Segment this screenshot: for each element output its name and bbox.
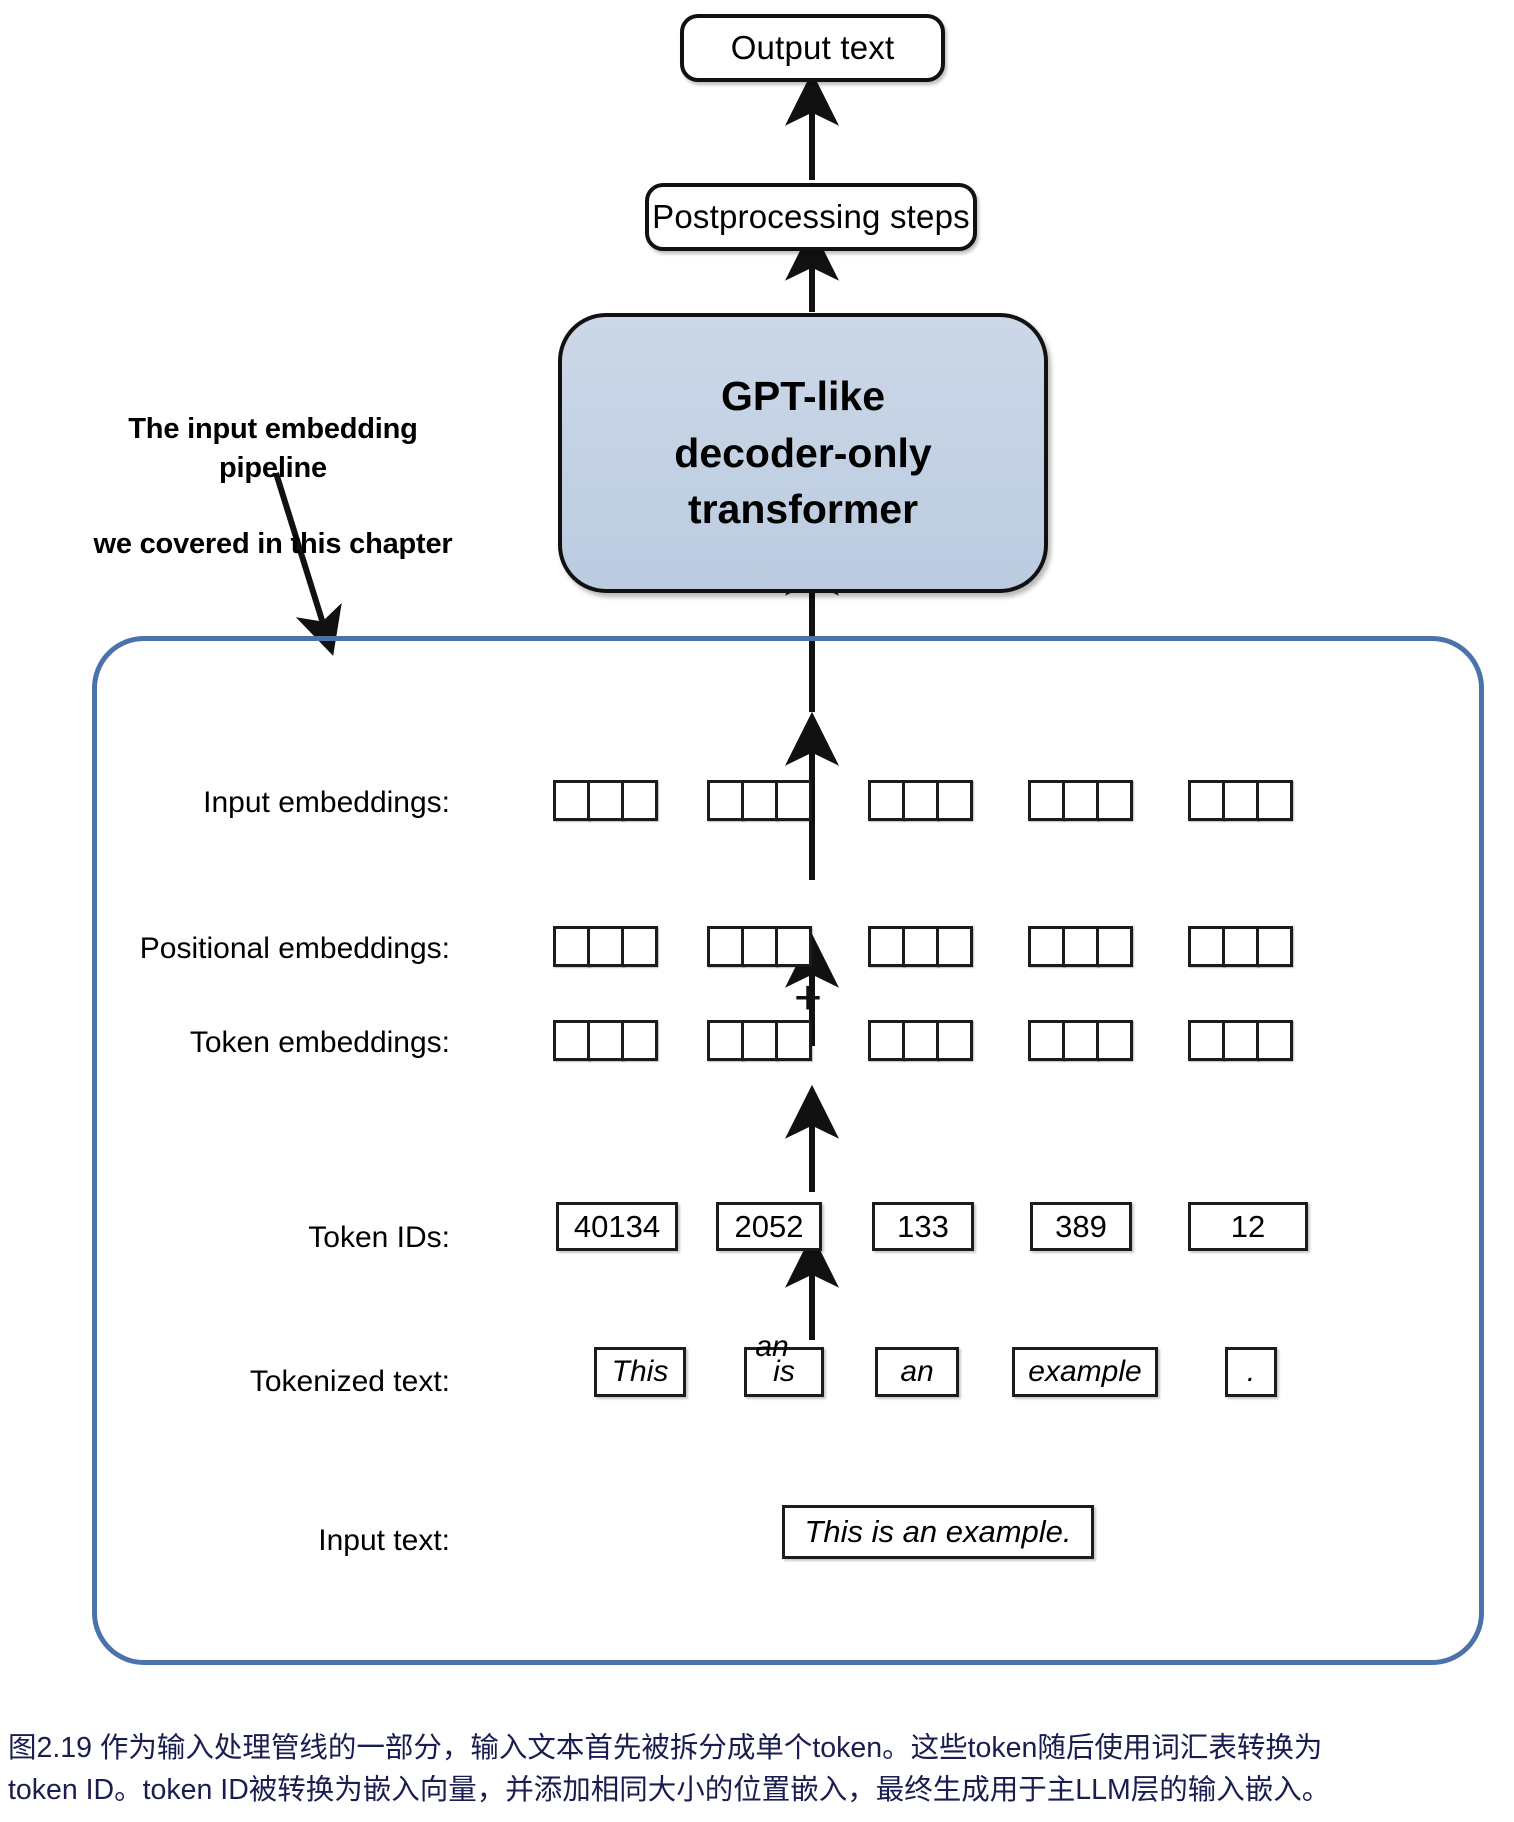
token-id-box-1: 40134 [556, 1202, 678, 1251]
embedding-cell [1028, 780, 1065, 821]
token-embeddings-group-4 [1028, 1020, 1133, 1061]
token-id-box-3: 133 [872, 1202, 974, 1251]
tokenized-text-box-2: is [744, 1347, 824, 1397]
token-embeddings-group-5 [1188, 1020, 1293, 1061]
embedding-cell [902, 926, 939, 967]
embedding-cell [936, 1020, 973, 1061]
embedding-cell [1062, 1020, 1099, 1061]
sum-operator: + [794, 972, 823, 1025]
embedding-cell [741, 926, 778, 967]
embedding-cell [621, 1020, 658, 1061]
input-embeddings-group-5 [1188, 780, 1293, 821]
embedding-cell [553, 1020, 590, 1061]
positional-embeddings-group-1 [553, 926, 658, 967]
embedding-cell [587, 780, 624, 821]
token-id-box-5: 12 [1188, 1202, 1308, 1251]
embedding-cell [707, 1020, 744, 1061]
tokenized-text-box-3b: an [875, 1347, 959, 1397]
embedding-cell [1256, 780, 1293, 821]
token-embeddings-group-3 [868, 1020, 973, 1061]
token-embeddings-group-1 [553, 1020, 658, 1061]
figure-caption: 图2.19 作为输入处理管线的一部分，输入文本首先被拆分成单个token。这些t… [8, 1727, 1508, 1811]
caption-line-1: 图2.19 作为输入处理管线的一部分，输入文本首先被拆分成单个token。这些t… [8, 1732, 1323, 1764]
embedding-cell [902, 780, 939, 821]
embedding-cell [1028, 926, 1065, 967]
gpt-like-decoder-only-transformer-box: GPT-like decoder-only transformer [558, 313, 1048, 593]
embedding-cell [621, 780, 658, 821]
input-embedding-pipeline-container [92, 636, 1484, 1665]
positional-embeddings-label: Positional embeddings: [139, 932, 450, 965]
token-id-box-2: 2052 [716, 1202, 822, 1251]
embedding-cell [587, 1020, 624, 1061]
pipeline-annotation: The input embedding pipeline we covered … [78, 372, 468, 602]
gpt-box-line-2: decoder-only [674, 429, 932, 476]
output-text-box: Output text [680, 14, 945, 82]
embedding-cell [1256, 926, 1293, 967]
input-embeddings-label: Input embeddings: [203, 786, 450, 819]
tokenized-text-box-1: This [594, 1347, 686, 1397]
embedding-cell [1188, 780, 1225, 821]
embedding-cell [1096, 1020, 1133, 1061]
embedding-cell [868, 780, 905, 821]
tokenized-text-box-4: example [1012, 1347, 1158, 1397]
embedding-cell [1222, 926, 1259, 967]
gpt-box-line-3: transformer [687, 486, 919, 533]
input-embeddings-group-3 [868, 780, 973, 821]
positional-embeddings-group-2 [707, 926, 812, 967]
embedding-cell [741, 1020, 778, 1061]
embedding-cell [741, 780, 778, 821]
embedding-cell [775, 926, 812, 967]
embedding-cell [1222, 1020, 1259, 1061]
postprocessing-steps-box: Postprocessing steps [645, 183, 977, 251]
embedding-cell [936, 926, 973, 967]
embedding-cell [1028, 1020, 1065, 1061]
input-embeddings-group-2 [707, 780, 812, 821]
input-embeddings-group-1 [553, 780, 658, 821]
gpt-box-line-1: GPT-like [720, 373, 886, 420]
tokenized-text-box-5: . [1225, 1347, 1277, 1397]
embedding-cell [1188, 926, 1225, 967]
embedding-cell [1188, 1020, 1225, 1061]
embedding-cell [936, 780, 973, 821]
token-embeddings-group-2 [707, 1020, 812, 1061]
embedding-cell [1062, 780, 1099, 821]
output-text-label: Output text [730, 29, 895, 66]
embedding-cell [1096, 926, 1133, 967]
embedding-cell [707, 926, 744, 967]
token-embeddings-label: Token embeddings: [189, 1026, 450, 1059]
token-ids-label: Token IDs: [308, 1221, 450, 1254]
input-text-label: Input text: [318, 1524, 450, 1557]
embedding-cell [553, 780, 590, 821]
embedding-cell [902, 1020, 939, 1061]
annotation-line-2: we covered in this chapter [93, 528, 453, 561]
tokenized-text-label: Tokenized text: [249, 1365, 450, 1398]
embedding-cell [621, 926, 658, 967]
embedding-cell [868, 926, 905, 967]
embedding-cell [1222, 780, 1259, 821]
positional-embeddings-group-5 [1188, 926, 1293, 967]
input-text-box: This is an example. [782, 1505, 1094, 1559]
annotation-line-1: The input embedding pipeline [128, 413, 418, 484]
input-embeddings-group-4 [1028, 780, 1133, 821]
embedding-cell [587, 926, 624, 967]
positional-embeddings-group-4 [1028, 926, 1133, 967]
embedding-cell [707, 780, 744, 821]
token-id-box-4: 389 [1030, 1202, 1132, 1251]
embedding-cell [775, 780, 812, 821]
caption-line-2: token ID。token ID被转换为嵌入向量，并添加相同大小的位置嵌入，最… [8, 1774, 1331, 1807]
positional-embeddings-group-3 [868, 926, 973, 967]
embedding-cell [1062, 926, 1099, 967]
embedding-cell [1256, 1020, 1293, 1061]
embedding-cell [553, 926, 590, 967]
postprocessing-steps-label: Postprocessing steps [652, 198, 970, 235]
embedding-cell [868, 1020, 905, 1061]
embedding-cell [775, 1020, 812, 1061]
embedding-cell [1096, 780, 1133, 821]
